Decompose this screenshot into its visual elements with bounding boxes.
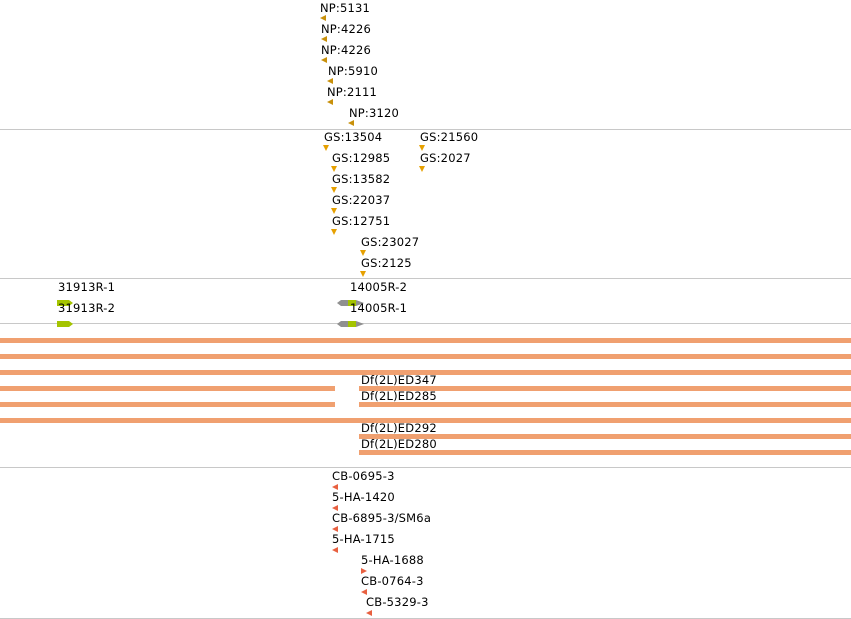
- cb-label[interactable]: 5-HA-1420: [332, 490, 395, 504]
- np-label[interactable]: NP:5910: [328, 64, 379, 78]
- rnai-track: 31913R-1 31913R-2 14005R-2 14005R-1: [0, 279, 851, 327]
- rnai-label[interactable]: 31913R-1: [58, 280, 116, 294]
- gs-marker-icon[interactable]: [331, 208, 337, 214]
- gs-label[interactable]: GS:12751: [332, 214, 391, 228]
- deficiency-label[interactable]: Df(2L)ED292: [361, 421, 437, 435]
- cb-label[interactable]: 5-HA-1688: [361, 553, 424, 567]
- np-label[interactable]: NP:2111: [327, 85, 378, 99]
- gs-label[interactable]: GS:2027: [420, 151, 471, 165]
- cb-label[interactable]: CB-5329-3: [366, 595, 429, 609]
- gs-label[interactable]: GS:21560: [420, 130, 479, 144]
- deficiency-label[interactable]: Df(2L)ED347: [361, 373, 437, 387]
- rnai-label[interactable]: 14005R-1: [350, 301, 408, 315]
- gs-label[interactable]: GS:23027: [361, 235, 420, 249]
- deficiency-label[interactable]: Df(2L)ED280: [361, 437, 437, 451]
- gs-marker-icon[interactable]: [419, 166, 425, 172]
- gs-insertion-track: GS:13504 GS:21560 GS:12985 GS:2027 GS:13…: [0, 130, 851, 279]
- cb-marker-icon[interactable]: [366, 610, 372, 616]
- gs-label[interactable]: GS:2125: [361, 256, 412, 270]
- rnai-arrow-icon[interactable]: [57, 316, 73, 327]
- deficiency-bar[interactable]: [0, 370, 851, 375]
- np-label[interactable]: NP:4226: [321, 43, 372, 57]
- gs-marker-icon[interactable]: [360, 250, 366, 256]
- gs-marker-icon[interactable]: [419, 145, 425, 151]
- np-marker-icon[interactable]: [320, 15, 326, 21]
- gs-marker-icon[interactable]: [331, 229, 337, 235]
- deficiency-label[interactable]: Df(2L)ED285: [361, 389, 437, 403]
- cb-marker-icon[interactable]: [361, 589, 367, 595]
- gs-label[interactable]: GS:13504: [324, 130, 383, 144]
- rnai-arrow-icon[interactable]: [337, 316, 364, 327]
- np-marker-icon[interactable]: [327, 78, 333, 84]
- gs-label[interactable]: GS:12985: [332, 151, 391, 165]
- rnai-label[interactable]: 31913R-2: [58, 301, 116, 315]
- cb-label[interactable]: CB-0764-3: [361, 574, 424, 588]
- np-label[interactable]: NP:3120: [349, 106, 400, 120]
- np-label[interactable]: NP:4226: [321, 22, 372, 36]
- rnai-label[interactable]: 14005R-2: [350, 280, 408, 294]
- np-insertion-track: NP:5131 NP:4226 NP:4226 NP:5910 NP:2111 …: [0, 0, 851, 130]
- deficiency-bar[interactable]: [359, 450, 851, 455]
- deficiency-track: Df(2L)ED347 Df(2L)ED285 Df(2L)ED292 Df(2…: [0, 324, 851, 468]
- deficiency-bar[interactable]: [0, 402, 335, 407]
- cb-label[interactable]: CB-0695-3: [332, 469, 395, 483]
- np-marker-icon[interactable]: [327, 99, 333, 105]
- np-marker-icon[interactable]: [348, 120, 354, 126]
- deficiency-bar[interactable]: [0, 386, 335, 391]
- np-marker-icon[interactable]: [321, 36, 327, 42]
- cb-marker-icon[interactable]: [332, 484, 338, 490]
- deficiency-bar[interactable]: [359, 434, 851, 439]
- rnai-arrow-icon[interactable]: [337, 295, 364, 306]
- deficiency-bar[interactable]: [0, 418, 851, 423]
- np-marker-icon[interactable]: [321, 57, 327, 63]
- cb-marker-icon[interactable]: [332, 505, 338, 511]
- gs-marker-icon[interactable]: [331, 166, 337, 172]
- cb-marker-icon[interactable]: [361, 568, 367, 574]
- gs-label[interactable]: GS:13582: [332, 172, 391, 186]
- deficiency-bar[interactable]: [0, 354, 851, 359]
- gs-label[interactable]: GS:22037: [332, 193, 391, 207]
- np-label[interactable]: NP:5131: [320, 1, 371, 15]
- deficiency-bar[interactable]: [359, 386, 851, 391]
- deficiency-bar[interactable]: [0, 338, 851, 343]
- cb-marker-icon[interactable]: [332, 526, 338, 532]
- cb-label[interactable]: CB-6895-3/SM6a: [332, 511, 432, 525]
- rnai-arrow-icon[interactable]: [57, 295, 73, 306]
- cb-marker-icon[interactable]: [332, 547, 338, 553]
- gs-marker-icon[interactable]: [360, 271, 366, 277]
- deficiency-bar[interactable]: [359, 402, 851, 407]
- gs-marker-icon[interactable]: [323, 145, 329, 151]
- cb-label[interactable]: 5-HA-1715: [332, 532, 395, 546]
- cb-insertion-track: CB-0695-3 5-HA-1420 CB-6895-3/SM6a 5-HA-…: [0, 468, 851, 619]
- gs-marker-icon[interactable]: [331, 187, 337, 193]
